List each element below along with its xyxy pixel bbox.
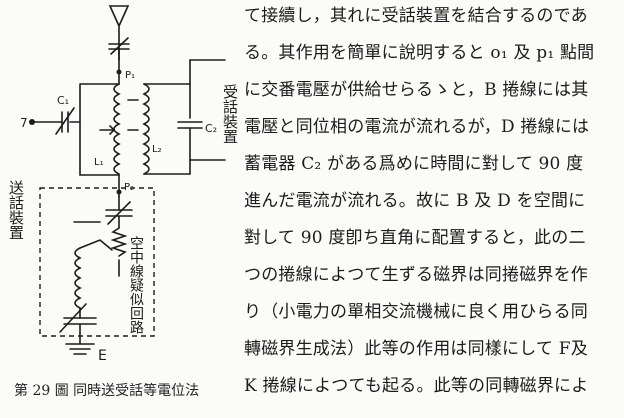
text-line: つの捲線によつて生ずる磁界は同捲磁界を作 bbox=[244, 265, 588, 285]
label-l1: L₁ bbox=[94, 157, 104, 168]
text-line: K 捲線によつても起る。此等の同轉磁界によ bbox=[244, 376, 589, 396]
label-c2: C₂ bbox=[205, 122, 217, 135]
text-line: り（小電力の單相交流機械に良く用ひらる同 bbox=[244, 302, 588, 322]
text-line: 轉磁界生成法）此等の作用は同樣にして F及 bbox=[244, 339, 588, 359]
text-line: る。其作用を簡單に說明すると o₁ 及 p₁ 點間 bbox=[244, 43, 595, 63]
label-transmitter: 送話裝置 bbox=[7, 180, 25, 240]
text-line: 進んだ電流が流れる。故に B 及 D を空間に bbox=[244, 191, 586, 211]
label-p1: P₁ bbox=[125, 70, 135, 81]
label-ground: E bbox=[98, 348, 107, 364]
circuit-diagram: P₁ P₂ C₁ C₂ L₁ L₂ 7 E 受話裝置 送話裝置 空中線疑似回路 bbox=[7, 5, 239, 364]
text-line: 電壓と同位相の電流が流れるが，D 捲線には bbox=[244, 117, 590, 137]
label-c1: C₁ bbox=[57, 94, 69, 107]
dashed-box bbox=[39, 187, 155, 337]
label-receiver: 受話裝置 bbox=[221, 84, 239, 144]
text-line: に交番電壓が供給せらるゝと，B 捲線には其 bbox=[244, 80, 589, 100]
text-line: て接續し，其れに受話裝置を結合するのであ bbox=[244, 6, 588, 26]
figure-caption: 第 29 圖 同時送受話等電位法 bbox=[14, 383, 200, 399]
resistor bbox=[110, 227, 128, 257]
label-input: 7 bbox=[20, 116, 28, 130]
label-l2: L₂ bbox=[152, 144, 162, 155]
text-line: 對して 90 度卽ち直角に配置すると，此の二 bbox=[244, 228, 586, 248]
label-dashed-box: 空中線疑似回路 bbox=[128, 236, 144, 334]
text-line: 蓄電器 C₂ がある爲めに時間に對して 90 度 bbox=[244, 154, 584, 174]
left-coil bbox=[113, 83, 121, 175]
artificial-antenna-coil bbox=[74, 247, 82, 309]
right-coil bbox=[142, 83, 150, 175]
antenna-symbol bbox=[108, 5, 130, 41]
label-p2: P₂ bbox=[124, 182, 134, 193]
